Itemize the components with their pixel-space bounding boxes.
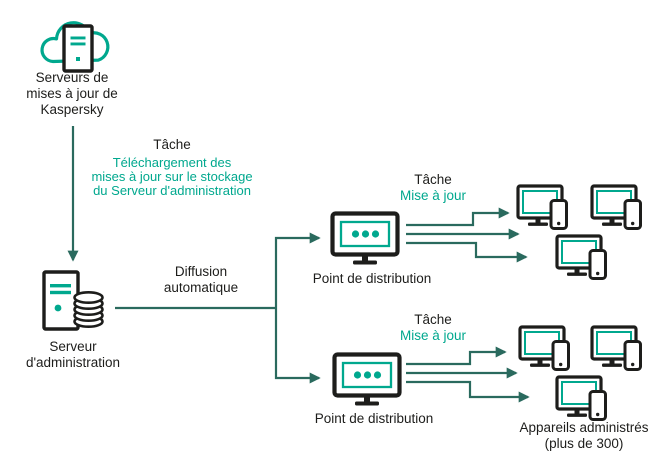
server-database-icon <box>42 270 104 331</box>
update-task-2-subtitle: Mise à jour <box>399 328 467 343</box>
managed-device-icon <box>516 184 570 231</box>
diffusion-label: Diffusion automatique <box>163 264 239 295</box>
cloud-server-icon <box>40 21 110 73</box>
update-task-1-title: Tâche <box>414 172 452 187</box>
arrow-dp2-to-device-1 <box>406 346 507 366</box>
update-task-1-annotation: Tâche Mise à jour <box>368 172 498 204</box>
distribution-point-2-label: Point de distribution <box>314 411 434 426</box>
arrow-branch-to-dp1 <box>274 232 321 308</box>
update-task-2-annotation: Tâche Mise à jour <box>368 312 498 344</box>
managed-device-icon <box>590 184 644 231</box>
distribution-point-monitor-icon <box>330 211 400 265</box>
update-task-2-title: Tâche <box>414 312 452 327</box>
managed-device-icon <box>555 375 609 422</box>
managed-device-icon <box>518 325 572 372</box>
distribution-point-monitor-icon <box>332 352 402 406</box>
download-task-annotation: Tâche Téléchargement des mises à jour su… <box>84 137 260 197</box>
arrow-dp1-to-device-3 <box>406 241 528 263</box>
arrow-branch-to-dp2 <box>274 308 321 384</box>
distribution-point-1-label: Point de distribution <box>312 271 432 286</box>
update-task-1-subtitle: Mise à jour <box>399 188 467 203</box>
kaspersky-update-servers-label: Serveurs de mises à jour de Kaspersky <box>26 70 118 117</box>
download-task-title: Tâche <box>153 137 191 152</box>
managed-device-icon <box>590 325 644 372</box>
managed-devices-label: Appareils administrés (plus de 300) <box>519 420 649 451</box>
managed-device-icon <box>555 234 609 281</box>
download-task-description: Téléchargement des mises à jour sur le s… <box>91 155 253 198</box>
arrow-dp2-to-device-3 <box>406 380 530 403</box>
admin-server-label: Serveur d'administration <box>25 339 121 370</box>
arrow-dp1-to-device-1 <box>406 207 510 227</box>
